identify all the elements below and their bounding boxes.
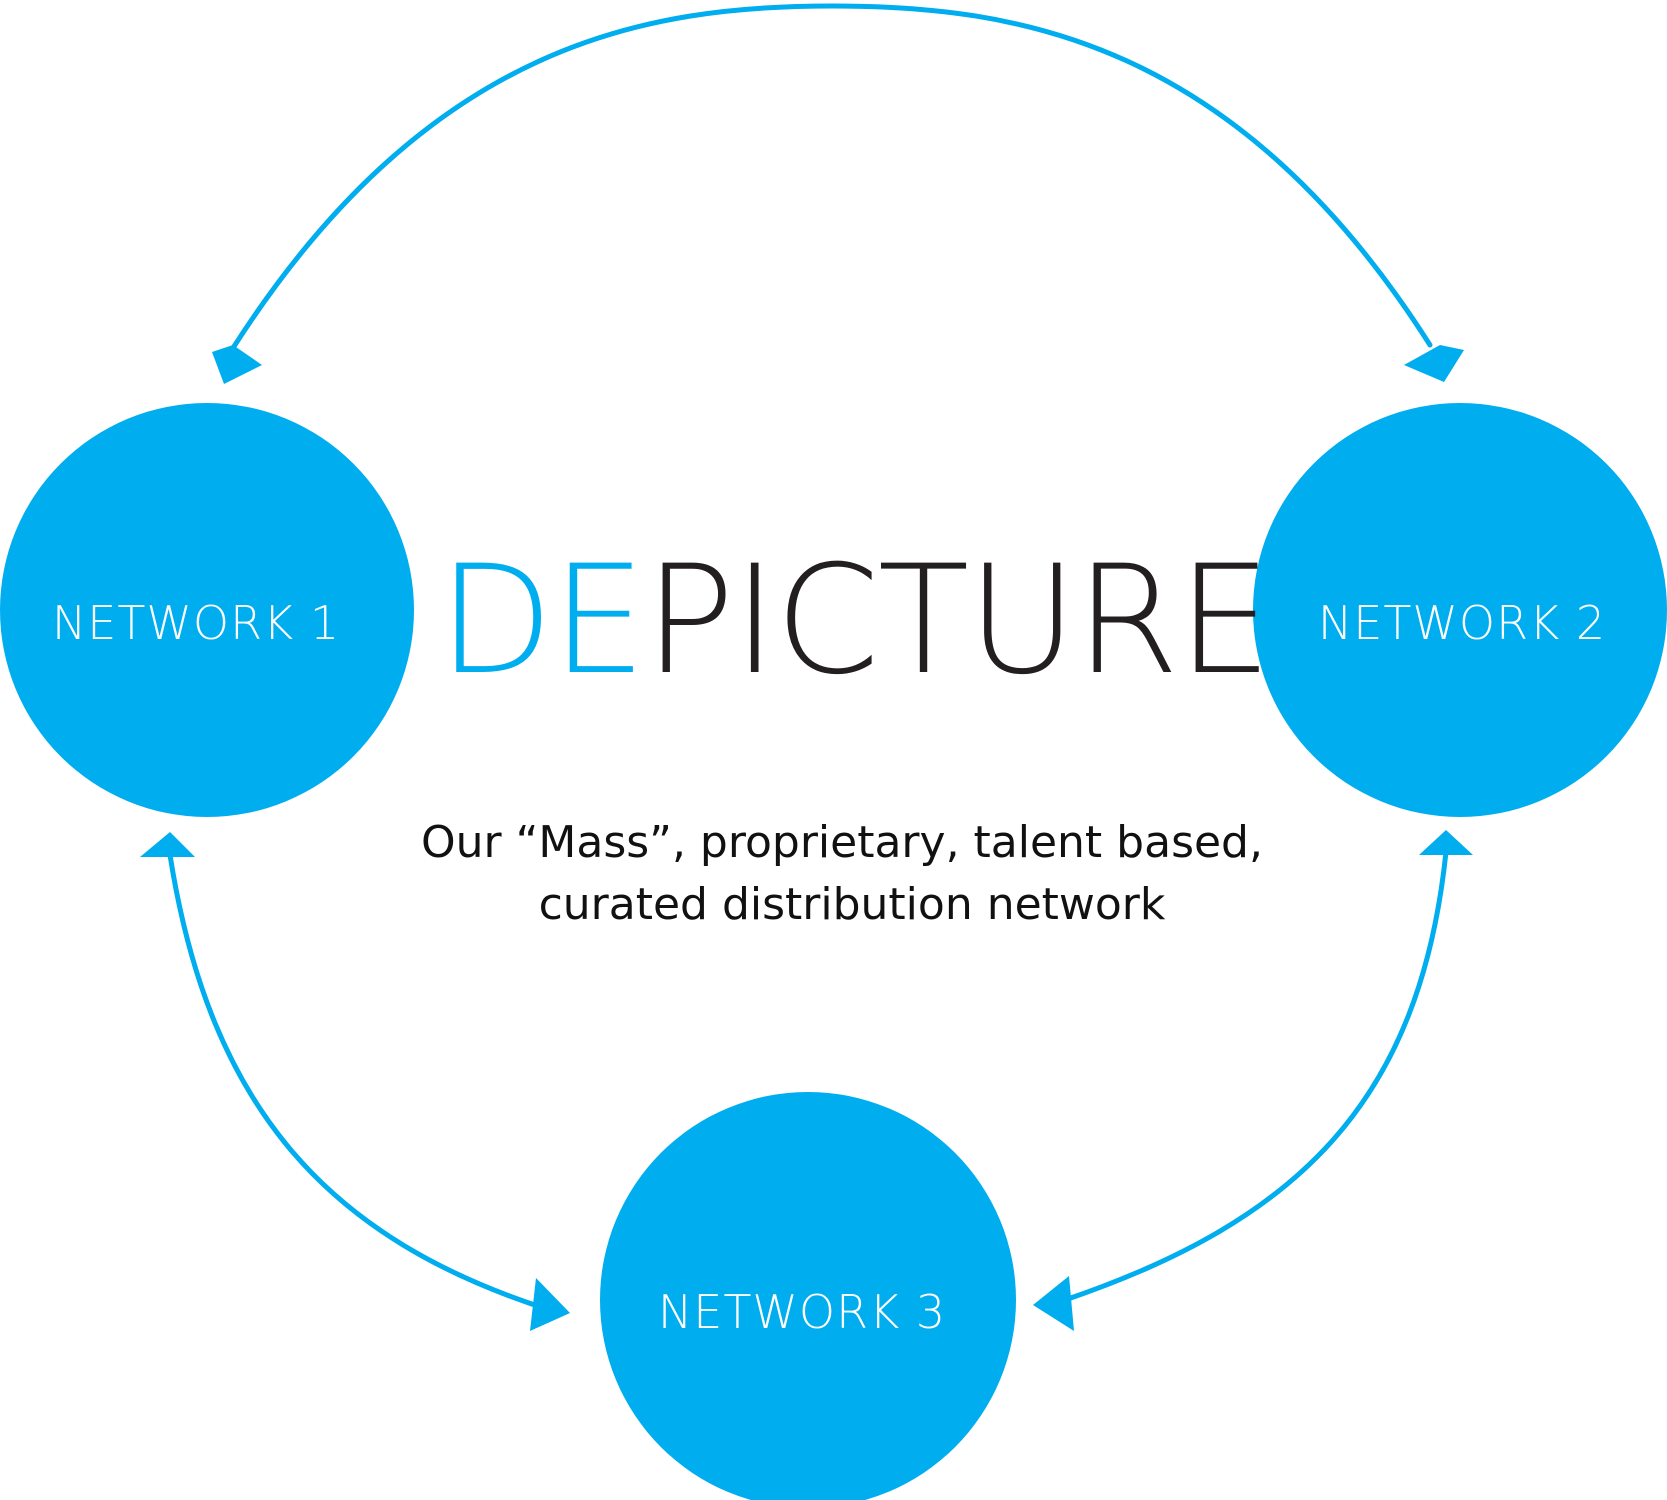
node-circle [0, 403, 414, 817]
caption-line-2: curated distribution network [539, 879, 1166, 930]
node-circle [600, 1092, 1016, 1500]
node-label: NETWORK 2 [1318, 596, 1606, 650]
brand-logo-dark: PICTURE [644, 534, 1270, 708]
node-network-2: NETWORK 2 [1253, 403, 1667, 817]
link-network1-network2 [230, 3, 1433, 351]
arrowhead-to-network2-bottom [1419, 830, 1473, 855]
arrowhead-to-network3-left [530, 1278, 570, 1331]
link-network2-network3 [1062, 849, 1449, 1303]
node-network-3: NETWORK 3 [600, 1092, 1016, 1500]
arrowhead-to-network1-bottom [140, 832, 195, 857]
arrowhead-to-network2-top [1404, 345, 1464, 382]
arrowhead-to-network1-top [212, 345, 262, 384]
node-label: NETWORK 3 [658, 1285, 946, 1339]
caption-line-1: Our “Mass”, proprietary, talent based, [421, 817, 1263, 868]
brand-logo: DEPICTURE [438, 534, 1270, 708]
arrowhead-to-network3-right [1033, 1276, 1074, 1331]
link-network1-network3 [167, 852, 553, 1313]
node-network-1: NETWORK 1 [0, 403, 414, 817]
node-circle [1253, 403, 1667, 817]
node-label: NETWORK 1 [52, 596, 340, 650]
brand-logo-accent: DE [438, 534, 644, 708]
